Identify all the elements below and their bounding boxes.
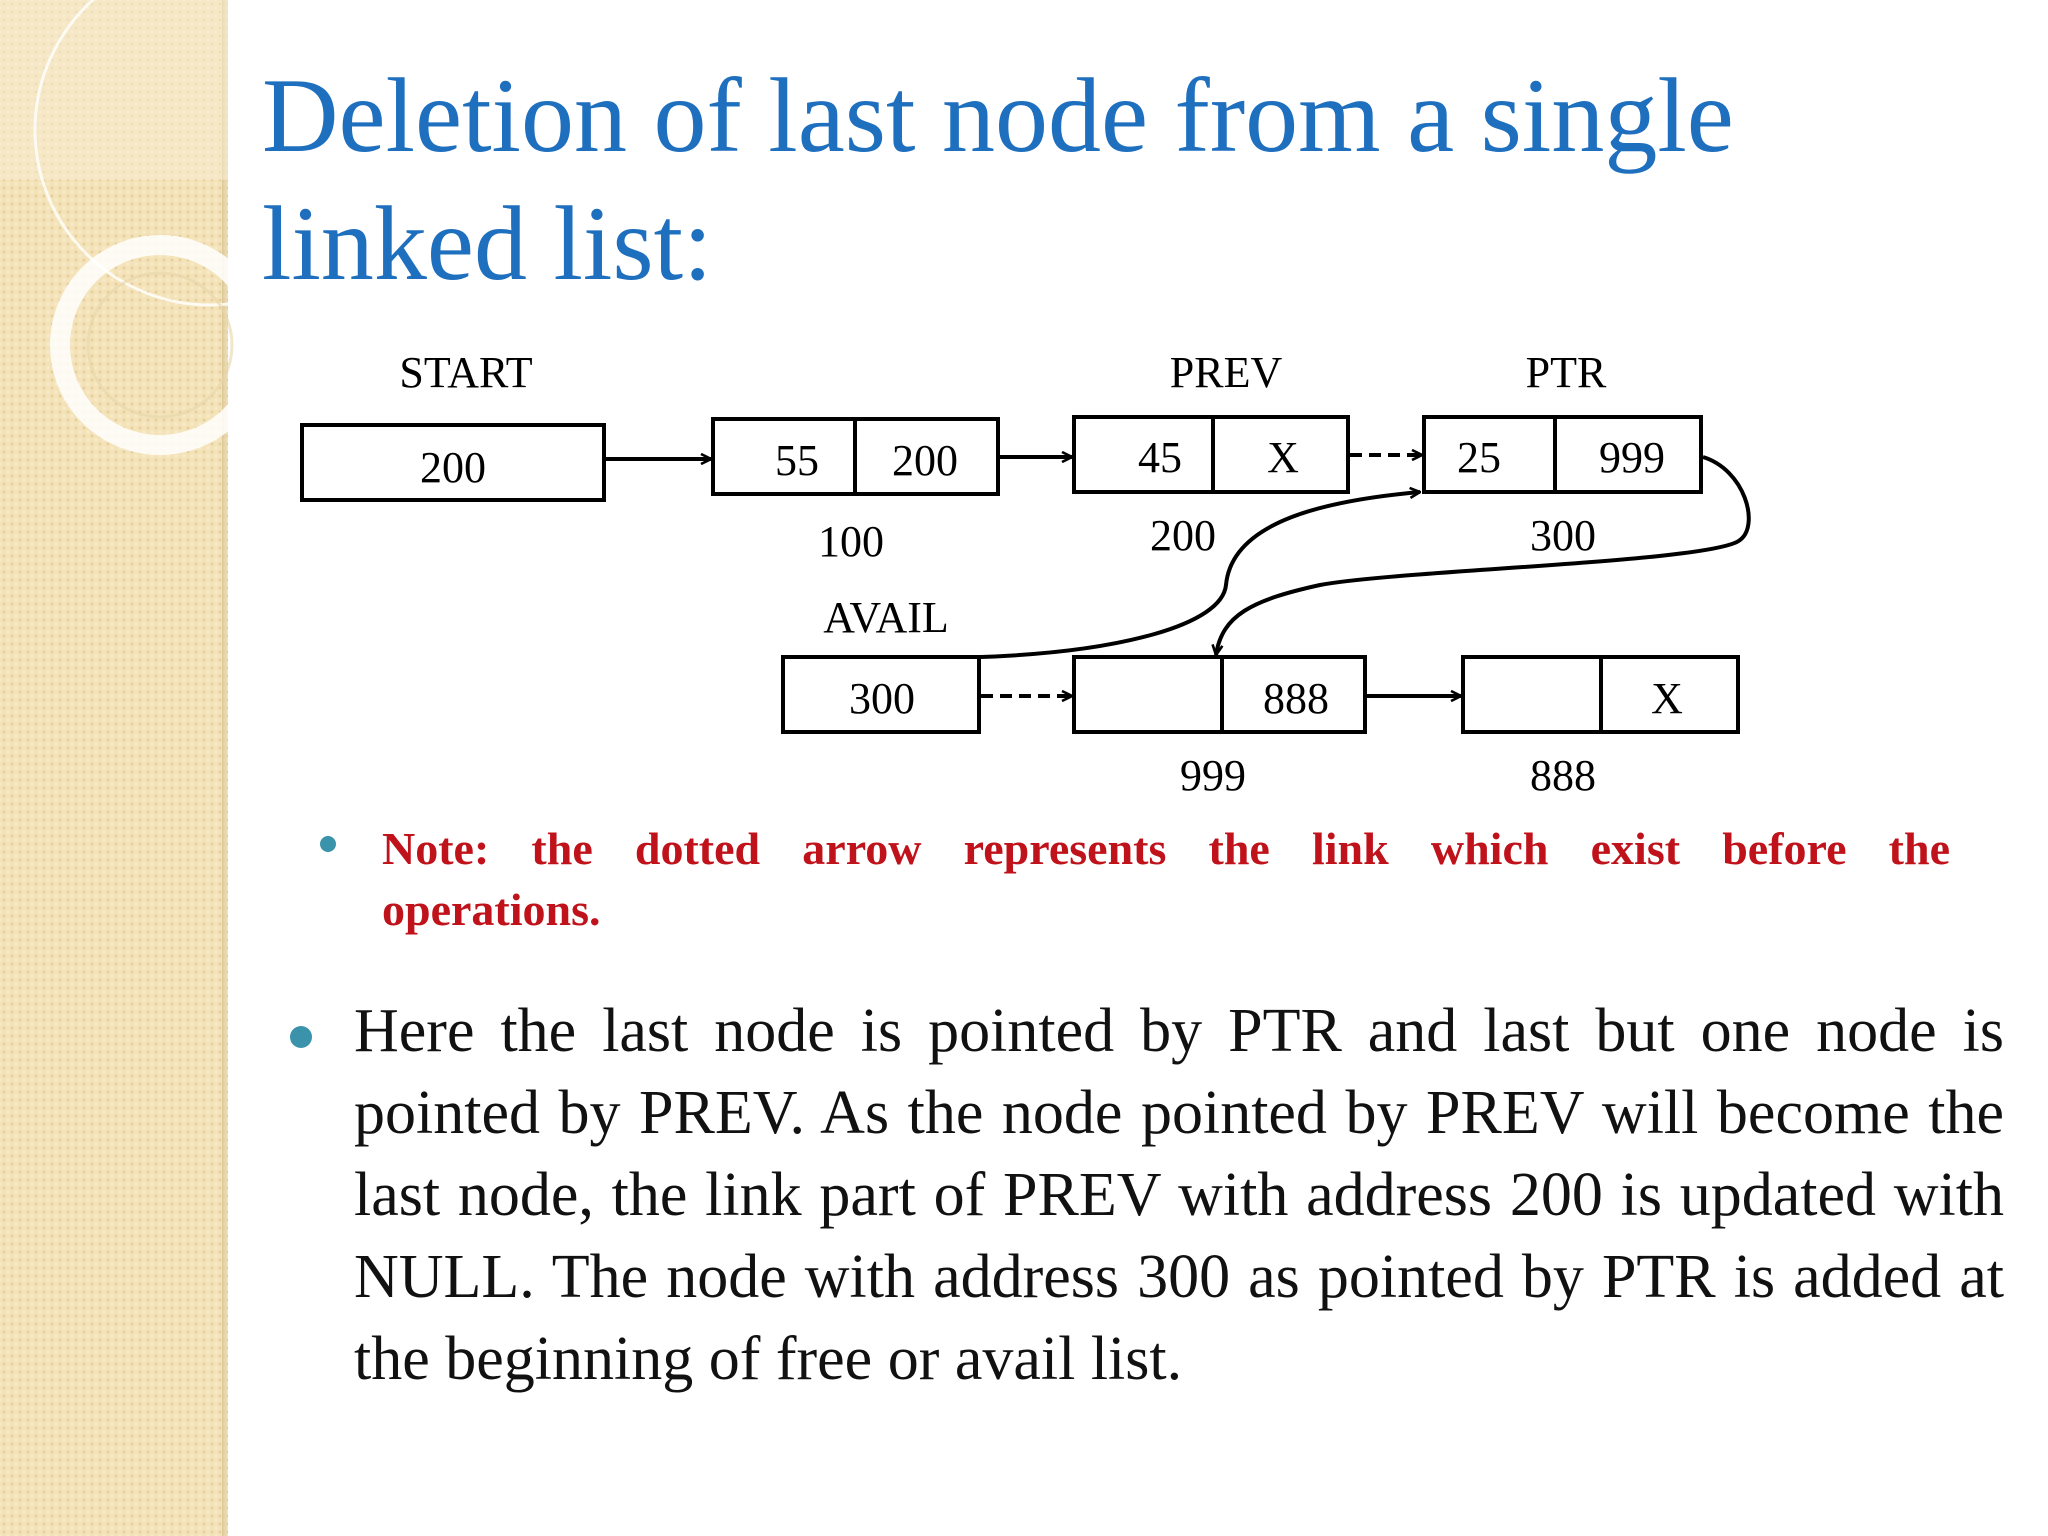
node-300-box: [1422, 415, 1703, 494]
start-label: START: [399, 348, 532, 397]
note-item: Note: the dotted arrow represents the li…: [320, 818, 1950, 940]
node-200: 45 X: [1072, 415, 1350, 494]
slide-title: Deletion of last node from a single link…: [262, 57, 1734, 302]
deco-ring-inner: [86, 271, 234, 419]
deco-ring-large: [33, 0, 260, 307]
start-pointer-value: 200: [420, 443, 486, 492]
avail-pointer-box: [781, 655, 981, 734]
node-300-data: 25: [1457, 433, 1501, 482]
explanation-bullet: [290, 1026, 312, 1048]
start-pointer-box: [300, 423, 606, 502]
node-200-link: X: [1267, 433, 1299, 482]
deco-panel: [0, 0, 228, 180]
node-200-address: 200: [1150, 511, 1216, 560]
avail-label: AVAIL: [823, 593, 949, 642]
ptr-label: PTR: [1526, 348, 1607, 397]
node-100-address: 100: [818, 517, 884, 566]
arrow-avail-to-300: [980, 492, 1420, 659]
arrow-300-to-999: [1216, 455, 1751, 655]
node-888-address: 888: [1530, 751, 1596, 800]
node-100-data: 55: [775, 436, 819, 485]
side-band-edge: [222, 0, 228, 1536]
node-999-box: [1072, 655, 1367, 734]
note-bullet: [320, 836, 336, 852]
node-999: 888: [1072, 655, 1367, 734]
deco-ring-thick: [50, 235, 260, 455]
node-300: 25 999: [1422, 415, 1703, 494]
avail-pointer-value: 300: [849, 674, 915, 723]
prev-label: PREV: [1170, 348, 1283, 397]
decorative-rings: [0, 0, 260, 455]
node-999-link: 888: [1263, 674, 1329, 723]
explanation-item: Here the last node is pointed by PTR and…: [290, 990, 2004, 1400]
node-200-data: 45: [1138, 433, 1182, 482]
node-300-address: 300: [1530, 511, 1596, 560]
node-100-link: 200: [892, 436, 958, 485]
explanation-text: Here the last node is pointed by PTR and…: [354, 997, 2004, 1393]
node-300-link: 999: [1599, 433, 1665, 482]
node-100: 55 200: [711, 417, 1000, 496]
note-text: Note: the dotted arrow represents the li…: [382, 823, 1950, 935]
node-999-address: 999: [1180, 751, 1246, 800]
node-888: X: [1461, 655, 1740, 734]
node-888-link: X: [1651, 674, 1683, 723]
